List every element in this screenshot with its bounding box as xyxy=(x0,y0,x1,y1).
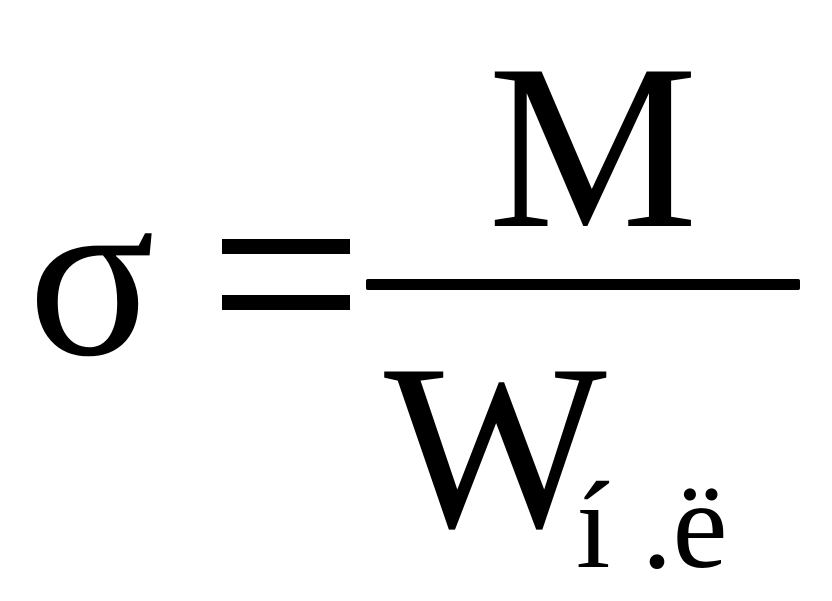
denominator-subscript: í .ë xyxy=(576,457,728,594)
fraction-denominator: W xyxy=(384,317,607,578)
fraction-numerator: M xyxy=(488,17,698,278)
fraction-bar xyxy=(366,279,800,290)
sigma-symbol: σ xyxy=(28,145,156,406)
equals-bar-bottom xyxy=(222,295,350,310)
equals-bar-top xyxy=(222,239,350,254)
